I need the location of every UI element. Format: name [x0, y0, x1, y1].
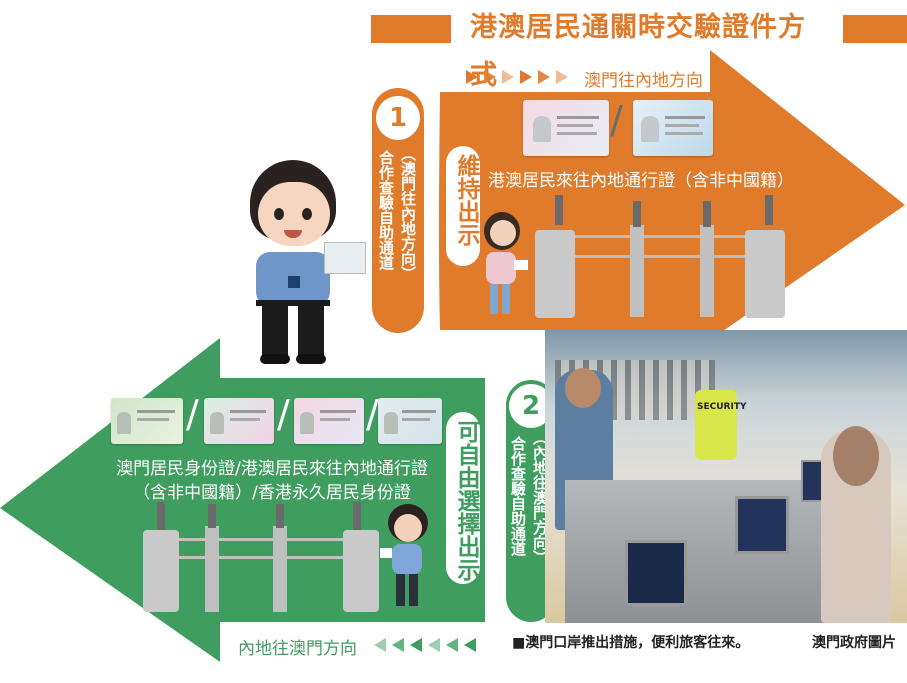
photo-caption: ■澳門口岸推出措施，便利旅客往來。	[512, 635, 750, 651]
bottom-cards-caption-line1: 澳門居民身份證/港澳居民來往內地通行證	[116, 459, 428, 479]
border-checkpoint-photo: SECURITY	[545, 330, 907, 623]
photo-credit: 澳門政府圖片	[812, 635, 896, 651]
macau-id-card	[111, 398, 183, 444]
travel-permit-card-non-chinese	[294, 398, 364, 444]
travel-permit-card-non-chinese	[633, 100, 713, 156]
top-gates-illustration	[535, 195, 785, 320]
channel-2-label: 合作查驗自助通道	[509, 436, 527, 556]
girl-traveler-illustration	[478, 212, 528, 320]
card-separator: /	[186, 392, 199, 436]
top-cards-caption: 港澳居民來往內地通行證（含非中國籍）	[488, 171, 794, 191]
security-vest-label: SECURITY	[697, 402, 747, 412]
hk-permanent-id-card	[378, 398, 442, 444]
top-chevrons	[466, 70, 568, 84]
bottom-cards-caption-line2: （含非中國籍）/香港永久居民身份證	[133, 483, 411, 503]
channel-1-label: 合作查驗自助通道	[377, 150, 395, 270]
boy-traveler-illustration	[380, 504, 432, 612]
badge-1: 1	[376, 96, 420, 140]
card-separator: /	[277, 392, 290, 436]
free-choice-pill	[446, 412, 480, 584]
maintain-show-pill	[446, 146, 480, 266]
bottom-direction-label: 內地往澳門方向	[238, 639, 357, 659]
travel-permit-card	[523, 100, 609, 156]
channel-2-direction: （內地往澳門方向）	[531, 430, 549, 565]
maintain-show-label: 維持出示	[453, 154, 479, 246]
bottom-chevrons	[374, 638, 476, 652]
channel-1-direction: （澳門往內地方向）	[399, 146, 417, 281]
travel-permit-card	[204, 398, 274, 444]
green-label-pill	[506, 380, 556, 622]
orange-label-pill	[372, 88, 424, 333]
top-direction-label: 澳門往內地方向	[584, 71, 703, 91]
page-title: 港澳居民通關時交驗證件方式	[470, 12, 806, 91]
free-choice-label: 可自由選擇出示	[453, 420, 479, 581]
bottom-gates-illustration	[143, 502, 383, 614]
officer-mascot-illustration	[236, 160, 366, 370]
card-separator: /	[366, 392, 379, 436]
title-bar-left	[371, 15, 451, 43]
card-separator: /	[610, 98, 623, 142]
title-bar-right	[843, 15, 907, 43]
